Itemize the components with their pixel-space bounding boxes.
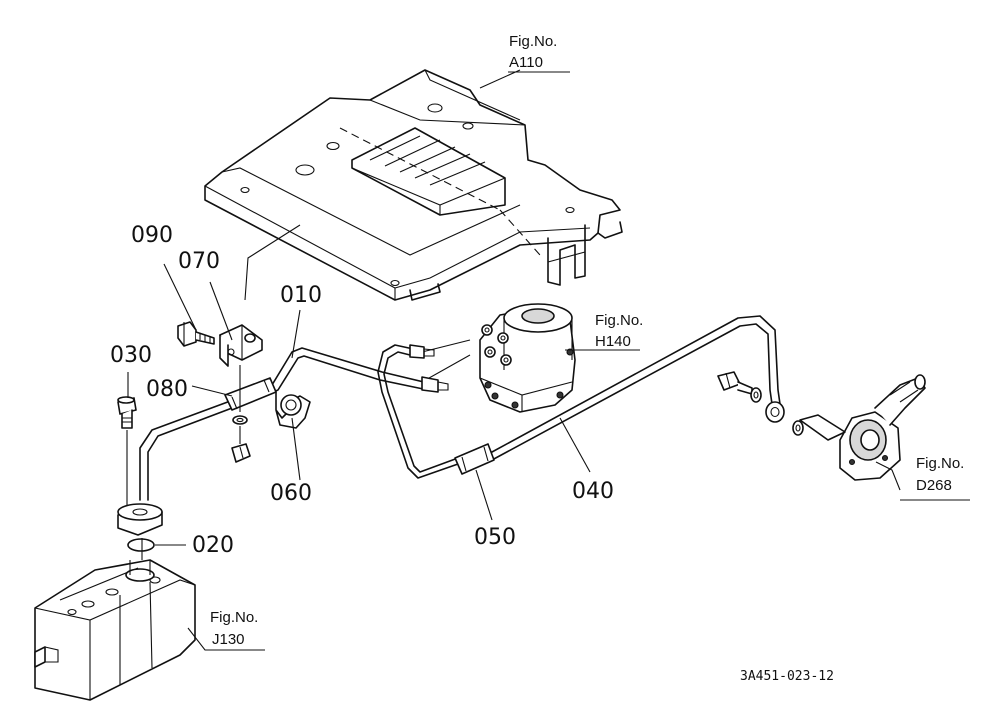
fig-ref-h140-label: Fig.No. [595,312,643,329]
o-ring-020 [127,538,155,552]
fig-ref-h140-code: H140 [595,333,631,350]
bracket-070 [219,324,263,367]
part-number-020: 020 [192,533,234,558]
pipe-flange [117,503,163,536]
bracket-nut-washer [231,365,251,463]
part-number-050: 050 [474,525,516,550]
bolt-090 [177,321,215,347]
hydraulic-pipe-040 [377,315,785,479]
steering-cylinder [799,374,926,491]
drawing-number: 3A451-023-12 [740,669,834,684]
part-number-040: 040 [572,479,614,504]
leader-lines [127,69,970,651]
fig-ref-d268-label: Fig.No. [916,455,964,472]
floor-plate [204,69,623,301]
part-number-090: 090 [131,223,173,248]
part-number-070: 070 [178,249,220,274]
banjo-bolt-assembly [717,371,804,436]
fig-ref-d268-code: D268 [916,477,952,494]
part-number-030: 030 [110,343,152,368]
part-number-080: 080 [146,377,188,402]
fig-ref-a110-code: A110 [509,54,543,71]
part-number-010: 010 [280,283,322,308]
fig-ref-a110-label: Fig.No. [509,33,557,50]
fig-ref-j130-label: Fig.No. [210,609,258,626]
pipe-clamp-060 [275,391,311,429]
hydraulic-pump [34,538,196,701]
pipe-sleeve-050 [454,443,495,475]
pipe-sleeve-080 [224,377,277,411]
steering-valve-unit [421,303,576,413]
bolt-030 [117,396,137,510]
fig-ref-j130-code: J130 [212,631,245,648]
part-number-060: 060 [270,481,312,506]
